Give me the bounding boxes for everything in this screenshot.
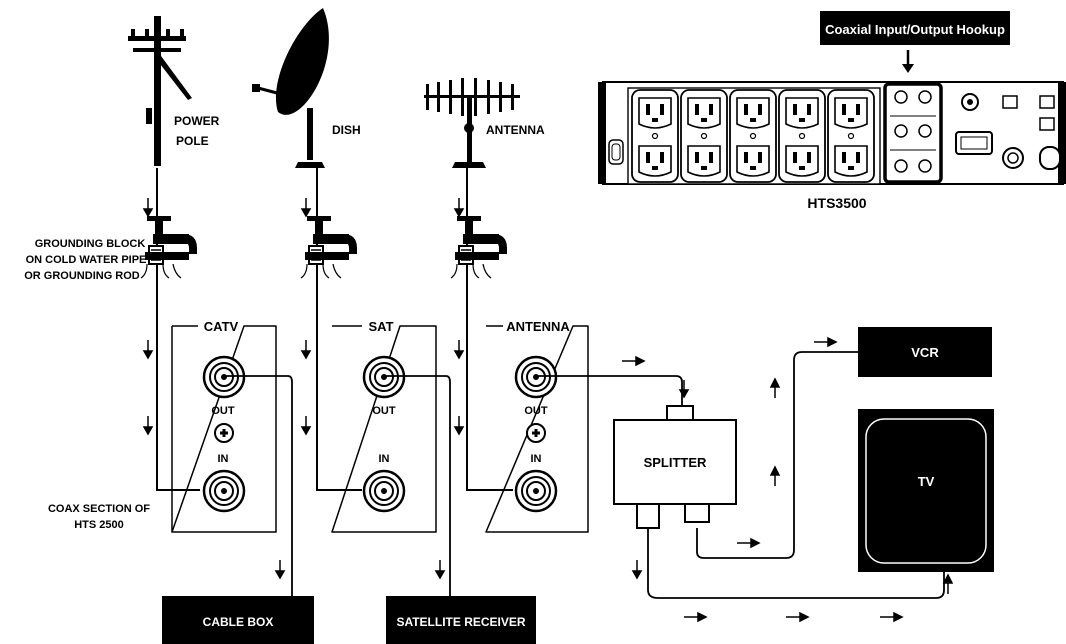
arrow-down-icon: [142, 198, 154, 218]
antenna-in-jack: [514, 469, 558, 513]
arrow-down-icon: [300, 198, 312, 218]
coax-section-label-line2: HTS 2500: [74, 519, 124, 531]
output-cables: [226, 351, 945, 599]
remote-and-data-ports: [955, 93, 1061, 170]
sat-in-label: IN: [379, 453, 390, 465]
down-arrows: [142, 198, 690, 580]
arrow-down-icon: [631, 560, 643, 580]
power-outlets: [627, 87, 881, 185]
grounding-label-line3: OR GROUNDING ROD: [24, 270, 140, 282]
coax-section-label-line1: COAX SECTION OF: [48, 503, 150, 515]
antenna-panel-title: ANTENNA: [506, 319, 570, 334]
grounding-block-icon-3: [450, 215, 508, 279]
arrow-up-icon: [769, 465, 781, 486]
arrow-down-icon: [453, 340, 465, 360]
arrow-right-icon: [737, 537, 761, 549]
arrow-down-icon: [274, 560, 286, 580]
catv-in-label: IN: [218, 453, 229, 465]
unit-model-label: HTS3500: [807, 195, 866, 211]
antenna-panel: ANTENNA OUT IN: [485, 319, 589, 533]
antenna-out-label: OUT: [524, 405, 548, 417]
power-pole-label-line2: POLE: [176, 134, 209, 148]
arrow-down-icon: [453, 198, 465, 218]
hookup-callout: Coaxial Input/Output Hookup: [820, 11, 1010, 73]
arrow-down-icon: [142, 340, 154, 360]
arrow-right-icon: [684, 611, 708, 623]
sat-in-jack: [362, 469, 406, 513]
power-pole-icon: [128, 16, 192, 166]
arrow-right-icon: [786, 611, 810, 623]
coax-jack-module: [883, 82, 943, 184]
arrow-down-icon: [434, 560, 446, 580]
splitter: SPLITTER: [613, 405, 737, 529]
catv-out-label: OUT: [211, 405, 235, 417]
source-feed-lines: [156, 168, 513, 491]
power-pole-label-line1: POWER: [174, 114, 220, 128]
splitter-label: SPLITTER: [644, 455, 707, 470]
arrow-up-icon: [942, 573, 954, 594]
vcr: VCR: [858, 327, 992, 377]
cable-box-label: CABLE BOX: [203, 615, 274, 629]
hts3500-rear-panel: [598, 81, 1066, 185]
antenna-source-label: ANTENNA: [486, 123, 545, 137]
phone-ports: [1002, 95, 1055, 131]
arrow-up-icon: [769, 377, 781, 398]
tv-label: TV: [918, 474, 935, 489]
antenna-out-jack: [514, 355, 558, 399]
satellite-receiver-label: SATELLITE RECEIVER: [396, 615, 525, 629]
grounding-block-icon-1: [140, 215, 198, 279]
grounding-label-line2: ON COLD WATER PIPE: [26, 254, 147, 266]
arrow-down-icon: [142, 416, 154, 436]
catv-panel: CATV OUT IN: [171, 319, 277, 533]
sat-out-jack: [362, 355, 406, 399]
catv-panel-title: CATV: [204, 319, 239, 334]
arrow-right-icon: [814, 336, 838, 348]
dish-label: DISH: [332, 123, 361, 137]
satellite-receiver: SATELLITE RECEIVER: [386, 596, 536, 644]
grounding-block-icon-2: [300, 215, 358, 279]
flow-arrows: [622, 336, 954, 623]
cable-box: CABLE BOX: [162, 596, 314, 644]
arrow-down-icon: [453, 416, 465, 436]
arrow-right-icon: [880, 611, 904, 623]
tv: TV: [858, 409, 994, 572]
antenna-in-label: IN: [531, 453, 542, 465]
sat-panel-title: SAT: [368, 319, 393, 334]
hookup-callout-label: Coaxial Input/Output Hookup: [825, 22, 1005, 37]
catv-out-jack: [202, 355, 246, 399]
vcr-label: VCR: [911, 345, 939, 360]
arrow-down-icon: [300, 340, 312, 360]
sat-panel: SAT OUT IN: [331, 319, 437, 533]
grounding-label-line1: GROUNDING BLOCK: [35, 238, 146, 250]
satellite-dish-icon: [252, 8, 329, 168]
catv-in-jack: [202, 469, 246, 513]
sat-out-label: OUT: [372, 405, 396, 417]
antenna-ground-screw-icon: [526, 423, 546, 443]
arrow-down-icon: [300, 416, 312, 436]
arrow-right-icon: [622, 355, 646, 367]
catv-ground-screw-icon: [214, 423, 234, 443]
tv-antenna-icon: [424, 78, 520, 168]
